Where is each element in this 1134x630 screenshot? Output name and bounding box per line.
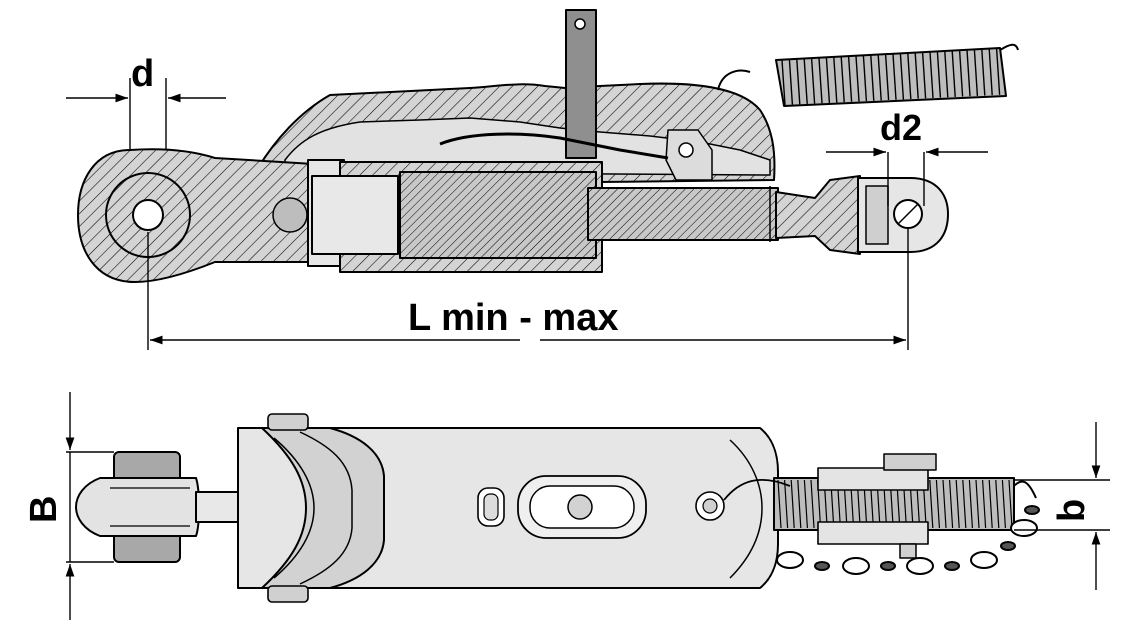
dimension-label-b: b	[1051, 499, 1093, 522]
chain-link	[970, 551, 998, 569]
dimension-label-d: d	[131, 53, 154, 95]
chain-link	[906, 557, 934, 575]
locking-lever	[565, 9, 597, 159]
fork-plan	[817, 467, 929, 491]
side-section-view	[77, 9, 1019, 283]
chain-link	[776, 551, 804, 569]
internal-wire	[439, 132, 669, 160]
dimension-d	[66, 78, 226, 150]
threaded-spindle	[587, 187, 779, 241]
chain-link	[944, 561, 960, 571]
chain-link	[1000, 541, 1016, 551]
spindle-neck	[775, 175, 861, 255]
sleeve-end-block	[311, 175, 399, 255]
cup-housing	[261, 427, 385, 589]
plan-view	[75, 413, 1040, 603]
dimension-b	[1014, 422, 1110, 590]
chain-link	[880, 561, 896, 571]
dimension-label-d2: d2	[880, 107, 922, 148]
chain-link	[842, 557, 870, 575]
dimension-label-B: B	[23, 496, 65, 523]
dimension-B	[65, 392, 114, 620]
ball-end-pin	[272, 197, 308, 233]
chain-link	[1010, 519, 1038, 537]
slot-pin	[567, 494, 593, 520]
dimension-length	[147, 228, 909, 350]
housing-inner-channel	[284, 117, 771, 176]
chain-link	[814, 561, 830, 571]
ball-eye-hole	[132, 199, 164, 231]
coil-spring	[775, 43, 1019, 107]
spring-wire	[723, 478, 791, 501]
sleeve-tube-inner	[399, 171, 597, 259]
chain-link	[1024, 505, 1040, 515]
safety-chain	[776, 505, 1040, 575]
dimension-d2	[826, 147, 988, 206]
ball-end-plan	[75, 477, 200, 537]
dimension-label-length: L min - max	[408, 297, 618, 339]
wire-loop	[717, 69, 751, 91]
